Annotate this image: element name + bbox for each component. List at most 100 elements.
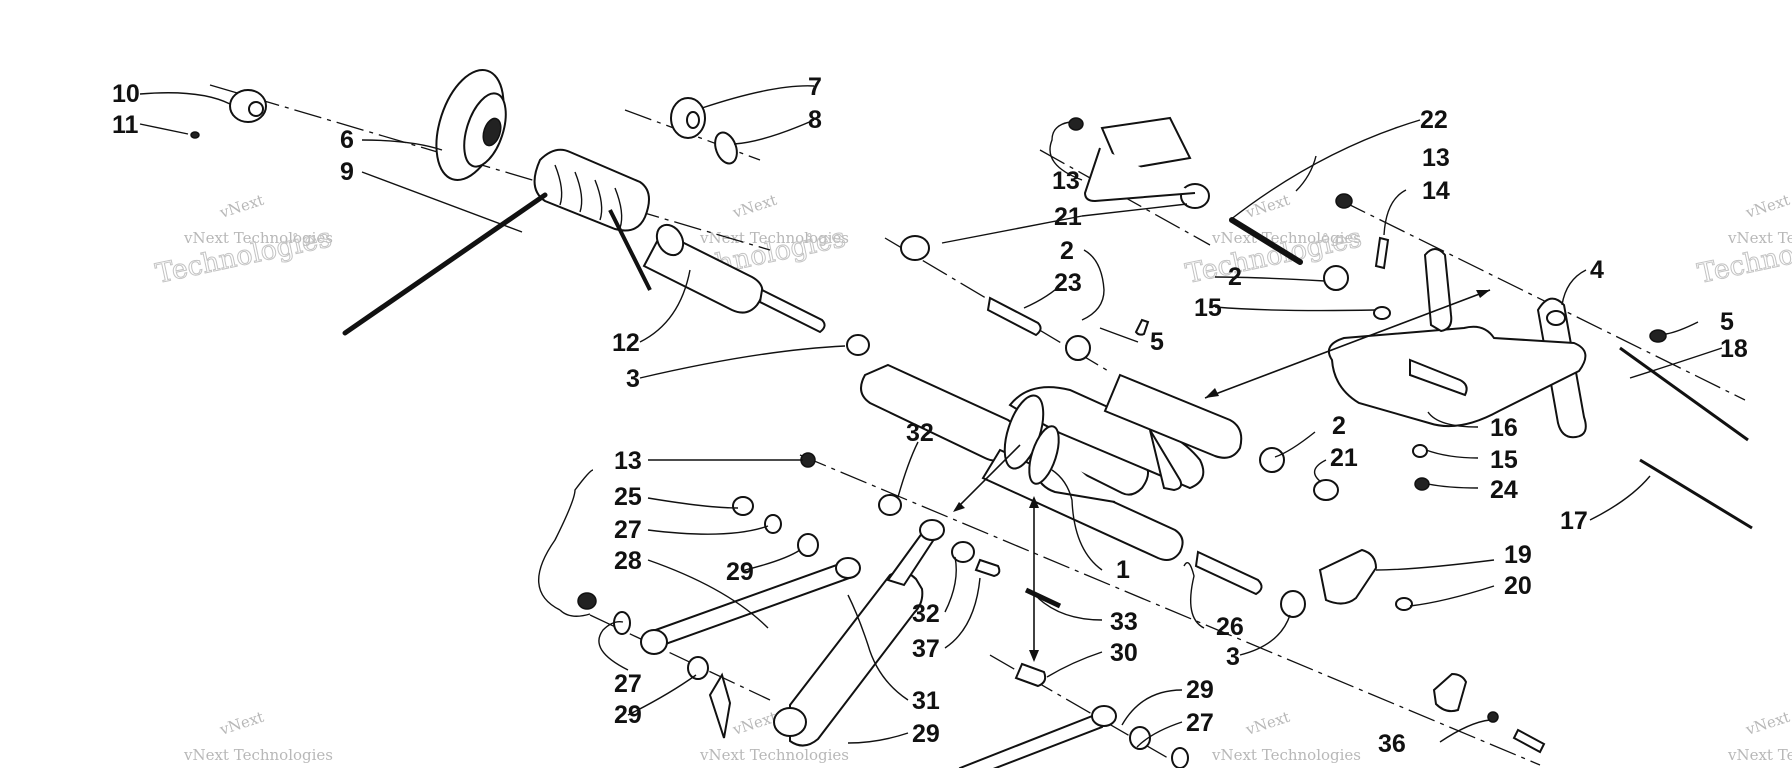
part-13-nut-b <box>1335 193 1353 209</box>
part-32-bushing-b <box>951 541 975 563</box>
part-9-spring <box>342 148 652 336</box>
callout-32b: 32 <box>912 600 940 628</box>
callout-30: 30 <box>1110 639 1138 667</box>
part-15-washer-a <box>1373 306 1391 320</box>
watermark-5: vNext vNext Technologies <box>183 708 333 764</box>
svg-text:vNext: vNext <box>1743 708 1792 739</box>
svg-text:vNext: vNext <box>730 191 779 222</box>
callout-16: 16 <box>1490 414 1518 442</box>
part-36-plate <box>1432 672 1468 713</box>
part-29-spacer-a <box>797 533 819 557</box>
callout-20: 20 <box>1504 572 1532 600</box>
callout-26: 26 <box>1216 613 1244 641</box>
callout-32a: 32 <box>906 419 934 447</box>
callout-14: 14 <box>1422 177 1450 205</box>
callout-33: 33 <box>1110 608 1138 636</box>
part-13-nut-c <box>800 452 816 468</box>
part-5-bolt-a <box>1134 318 1150 336</box>
part-20-washer <box>1395 597 1413 611</box>
callout-27c: 27 <box>1186 709 1214 737</box>
part-22-pin <box>1229 217 1303 265</box>
callout-2a: 2 <box>1060 237 1074 265</box>
callout-12: 12 <box>612 329 640 357</box>
callout-29a: 29 <box>726 558 754 586</box>
callout-15b: 15 <box>1490 446 1518 474</box>
callout-2b: 2 <box>1228 263 1242 291</box>
part-3-bushing-a <box>846 334 870 356</box>
svg-text:vNext Technologies: vNext Technologies <box>699 746 849 764</box>
svg-text:vNext: vNext <box>1243 708 1292 739</box>
callout-28: 28 <box>614 547 642 575</box>
part-shaft-small <box>758 288 826 334</box>
part-26-pin <box>1194 550 1263 596</box>
part-8-ring <box>714 131 738 165</box>
part-21-cap-a <box>900 235 930 261</box>
callout-13a: 13 <box>1052 167 1080 195</box>
svg-text:vNext Technologies: vNext Technologies <box>699 229 849 247</box>
callout-2c: 2 <box>1332 412 1346 440</box>
part-7-bearing <box>670 97 706 139</box>
part-24-nut <box>1414 477 1430 491</box>
part-30-spacer <box>1014 662 1047 688</box>
part-28-link <box>640 557 861 655</box>
part-3-bushing-b <box>1280 590 1306 618</box>
part-36-nut <box>1487 711 1499 723</box>
callout-25: 25 <box>614 483 642 511</box>
callout-9: 9 <box>340 158 354 186</box>
part-32-bushing-a <box>878 494 902 516</box>
callout-37: 37 <box>912 635 940 663</box>
callout-24: 24 <box>1490 476 1518 504</box>
part-1-crossshaft <box>860 363 1243 561</box>
svg-text:vNext Technologies: vNext Technologies <box>1211 746 1361 764</box>
part-27-washer-c <box>1171 747 1189 768</box>
part-36-bolt <box>1512 728 1546 754</box>
callout-27a: 27 <box>614 516 642 544</box>
part-25-nut <box>732 496 754 516</box>
svg-text:vNext Technologies: vNext Technologies <box>1727 229 1792 247</box>
callout-10: 10 <box>112 80 140 108</box>
part-23-pin <box>986 296 1042 337</box>
callout-13b: 13 <box>1422 144 1450 172</box>
part-2-bushing-a <box>1065 335 1091 361</box>
parts <box>190 69 1753 768</box>
part-6-wheel <box>435 69 507 181</box>
part-12-tube <box>642 223 764 314</box>
callout-27b: 27 <box>614 670 642 698</box>
callout-15a: 15 <box>1194 294 1222 322</box>
part-5-bolt-b <box>1649 329 1667 343</box>
part-31-shock <box>708 519 945 747</box>
callout-5b: 5 <box>1720 308 1734 336</box>
callout-8: 8 <box>808 106 822 134</box>
part-37-spacer <box>974 558 1001 578</box>
part-16-plate <box>1328 248 1587 428</box>
callout-21b: 21 <box>1330 444 1358 472</box>
watermark-7: vNext vNext Technologies <box>1211 708 1361 764</box>
callout-22: 22 <box>1420 106 1448 134</box>
callout-numbers: 10 11 6 9 7 8 12 3 13 21 2 23 5 22 13 14… <box>112 73 1748 758</box>
part-14-bolt <box>1374 236 1390 270</box>
part-19-plate <box>1318 548 1378 605</box>
svg-text:vNext: vNext <box>217 708 266 739</box>
svg-text:vNext: vNext <box>730 708 779 739</box>
part-27-washer-a <box>764 514 782 534</box>
assembly-arrows <box>953 289 1491 662</box>
svg-text:vNext Technologies: vNext Technologies <box>1727 746 1792 764</box>
part-25-nut-b <box>577 592 597 610</box>
svg-text:vNext Technologies: vNext Technologies <box>183 746 333 764</box>
part-27-washer-b <box>613 611 631 635</box>
svg-text:vNext: vNext <box>1743 191 1792 222</box>
part-10-nut <box>229 89 267 123</box>
callout-31: 31 <box>912 687 940 715</box>
part-top-bracket <box>1068 116 1196 203</box>
callout-4: 4 <box>1590 256 1604 284</box>
watermark-group: vNext vNext Technologies Technologies vN… <box>153 191 1792 764</box>
callout-29d: 29 <box>1186 676 1214 704</box>
callout-3b: 3 <box>1226 643 1240 671</box>
callout-7: 7 <box>808 73 822 101</box>
part-11-pin <box>190 131 200 139</box>
callout-29b: 29 <box>614 701 642 729</box>
part-15-washer-b <box>1412 444 1428 458</box>
part-33-screw <box>1024 587 1062 609</box>
